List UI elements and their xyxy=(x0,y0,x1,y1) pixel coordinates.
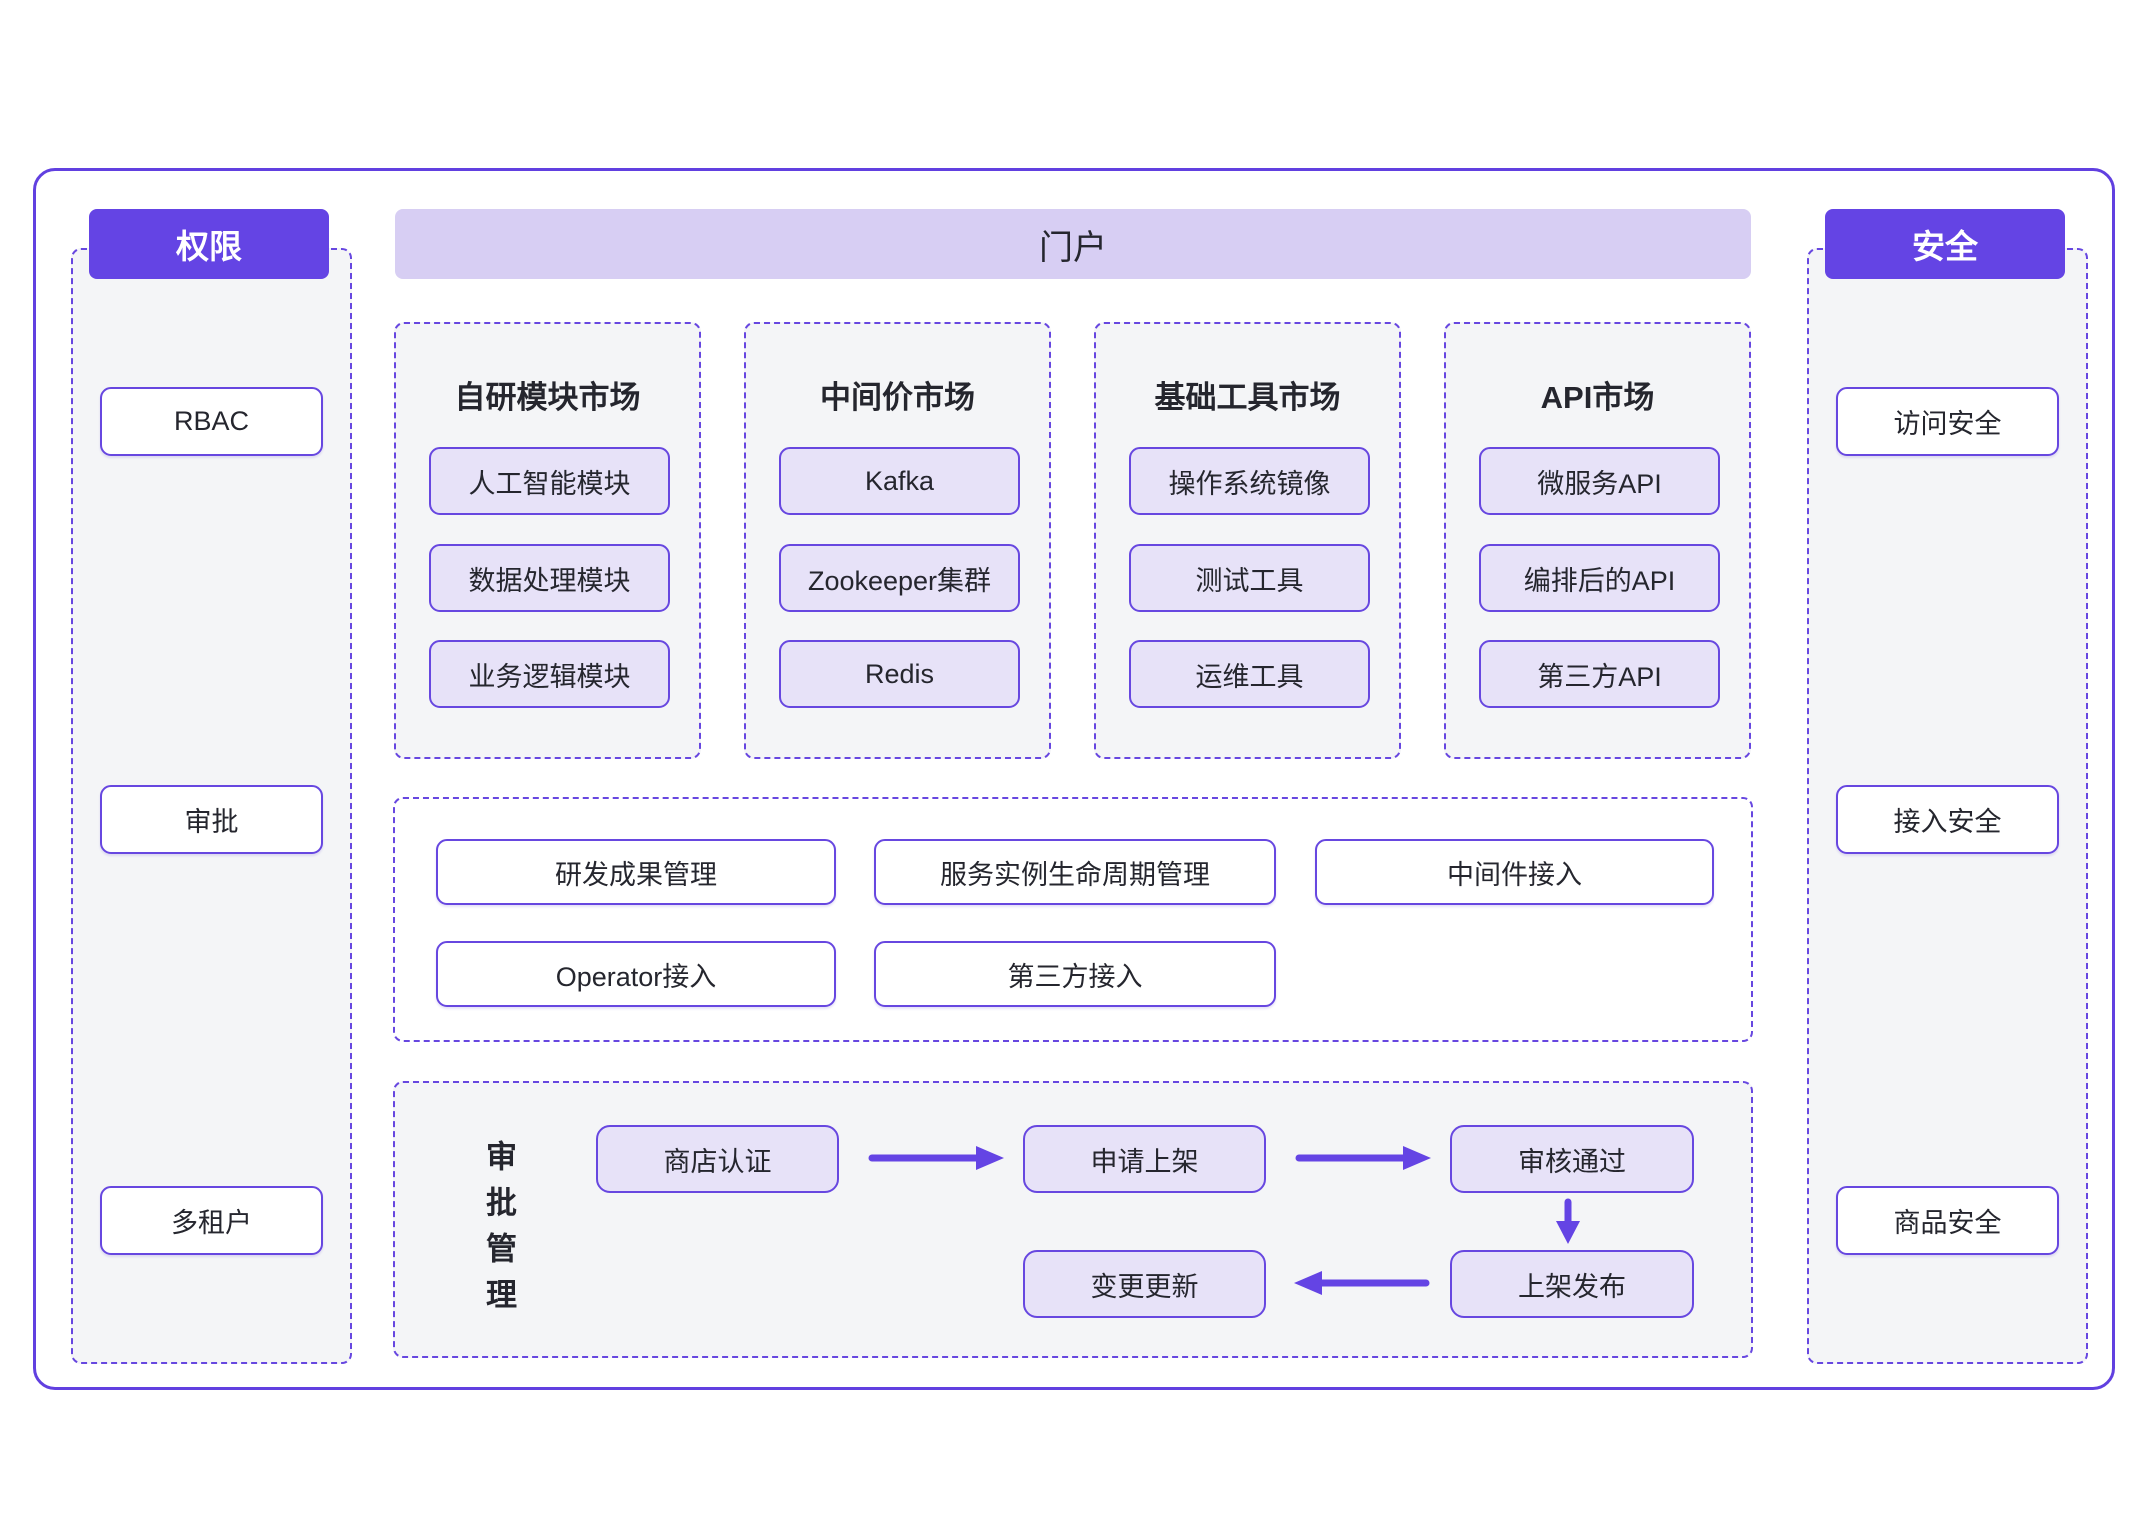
permissions-item-multitenant: 多租户 xyxy=(100,1186,323,1255)
permissions-item-rbac: RBAC xyxy=(100,387,323,456)
flow-step-store-certification: 商店认证 xyxy=(596,1125,839,1193)
permissions-item-approval: 审批 xyxy=(100,785,323,854)
market-item: 微服务API xyxy=(1479,447,1720,515)
mgmt-operator-access: Operator接入 xyxy=(436,941,836,1007)
market-item: 测试工具 xyxy=(1129,544,1370,612)
market-item: 运维工具 xyxy=(1129,640,1370,708)
arrow-right-icon xyxy=(868,1146,1004,1170)
market-item: Zookeeper集群 xyxy=(779,544,1020,612)
market-item: 编排后的API xyxy=(1479,544,1720,612)
mgmt-rd-results: 研发成果管理 xyxy=(436,839,836,905)
market-api: API市场 微服务API 编排后的API 第三方API xyxy=(1444,322,1751,759)
security-item-access: 访问安全 xyxy=(1836,387,2059,456)
market-basic-tools: 基础工具市场 操作系统镜像 测试工具 运维工具 xyxy=(1094,322,1401,759)
flow-step-apply-listing: 申请上架 xyxy=(1023,1125,1266,1193)
security-item-product: 商品安全 xyxy=(1836,1186,2059,1255)
arrow-right-icon xyxy=(1295,1146,1431,1170)
market-item: 人工智能模块 xyxy=(429,447,670,515)
flow-step-review-passed: 审核通过 xyxy=(1450,1125,1694,1193)
arrow-left-icon xyxy=(1294,1271,1430,1295)
market-item: 第三方API xyxy=(1479,640,1720,708)
portal-banner: 门户 xyxy=(395,209,1751,279)
security-item-integration: 接入安全 xyxy=(1836,785,2059,854)
mgmt-service-lifecycle: 服务实例生命周期管理 xyxy=(874,839,1276,905)
market-middleware: 中间价市场 Kafka Zookeeper集群 Redis xyxy=(744,322,1051,759)
market-item: Kafka xyxy=(779,447,1020,515)
mgmt-middleware-access: 中间件接入 xyxy=(1315,839,1714,905)
market-item: 业务逻辑模块 xyxy=(429,640,670,708)
permissions-header: 权限 xyxy=(89,209,329,279)
approval-flow-label: 审批管理 xyxy=(481,1140,516,1324)
market-item: 操作系统镜像 xyxy=(1129,447,1370,515)
market-self-developed-modules: 自研模块市场 人工智能模块 数据处理模块 业务逻辑模块 xyxy=(394,322,701,759)
market-item: Redis xyxy=(779,640,1020,708)
flow-step-publish: 上架发布 xyxy=(1450,1250,1694,1318)
mgmt-third-party-access: 第三方接入 xyxy=(874,941,1276,1007)
arrow-down-icon xyxy=(1556,1198,1580,1244)
market-title: 自研模块市场 xyxy=(454,380,641,415)
flow-step-change-update: 变更更新 xyxy=(1023,1250,1266,1318)
market-title: API市场 xyxy=(1540,380,1655,415)
market-title: 基础工具市场 xyxy=(1154,380,1341,415)
security-header: 安全 xyxy=(1825,209,2065,279)
market-title: 中间价市场 xyxy=(820,380,975,415)
market-item: 数据处理模块 xyxy=(429,544,670,612)
